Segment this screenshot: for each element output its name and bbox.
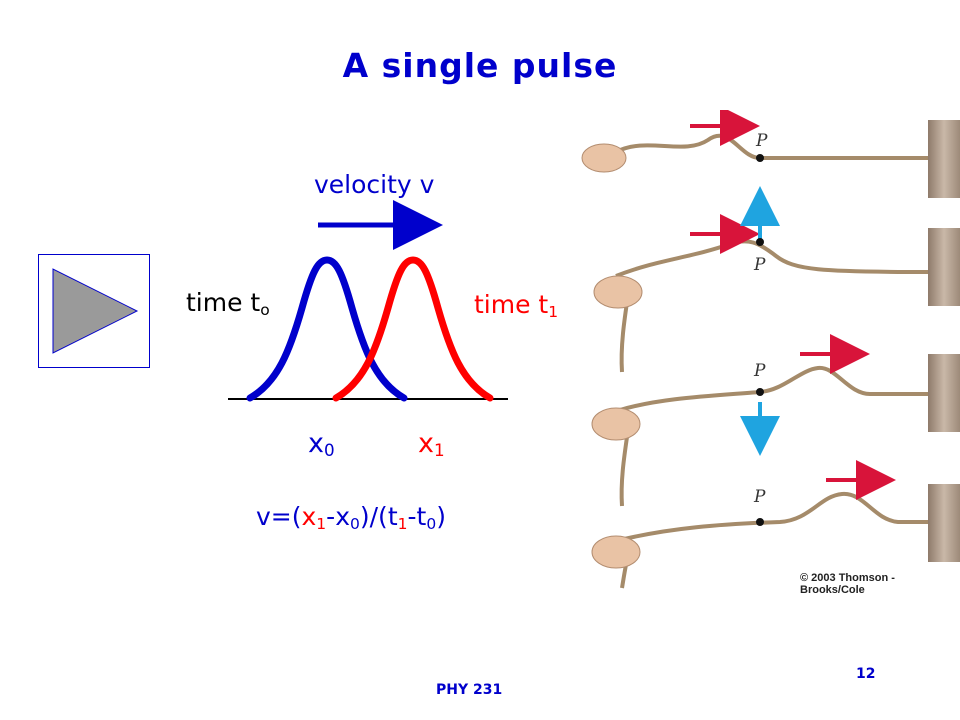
rope-panel-4: P [591, 460, 960, 589]
x0-label: x0 [308, 428, 335, 461]
svg-text:P: P [753, 255, 766, 275]
x1-label: x1 [418, 428, 445, 461]
rope-panel-1: P [581, 110, 960, 198]
svg-text:P: P [753, 361, 766, 381]
play-button[interactable] [38, 254, 150, 368]
pulse-t1 [332, 256, 494, 402]
velocity-formula: v=(x1-x0)/(t1-t0) [256, 502, 446, 533]
velocity-label: velocity v [314, 170, 435, 199]
course-footer: PHY 231 [436, 682, 503, 698]
time-t0-label: time to [186, 288, 270, 319]
slide-title: A single pulse [342, 46, 618, 85]
copyright-notice: © 2003 Thomson - Brooks/Cole [800, 572, 895, 596]
svg-text:P: P [753, 487, 766, 507]
page-number: 12 [856, 666, 876, 682]
play-icon [52, 268, 139, 354]
rope-pulse-figure: P P P P [581, 110, 960, 589]
rope-panel-2: P [593, 186, 960, 373]
pulse-diagram [228, 200, 508, 402]
svg-text:P: P [755, 131, 768, 151]
rope-panel-3: P [591, 334, 960, 507]
pulse-t0 [246, 256, 408, 402]
time-t1-label: time t1 [474, 290, 559, 321]
